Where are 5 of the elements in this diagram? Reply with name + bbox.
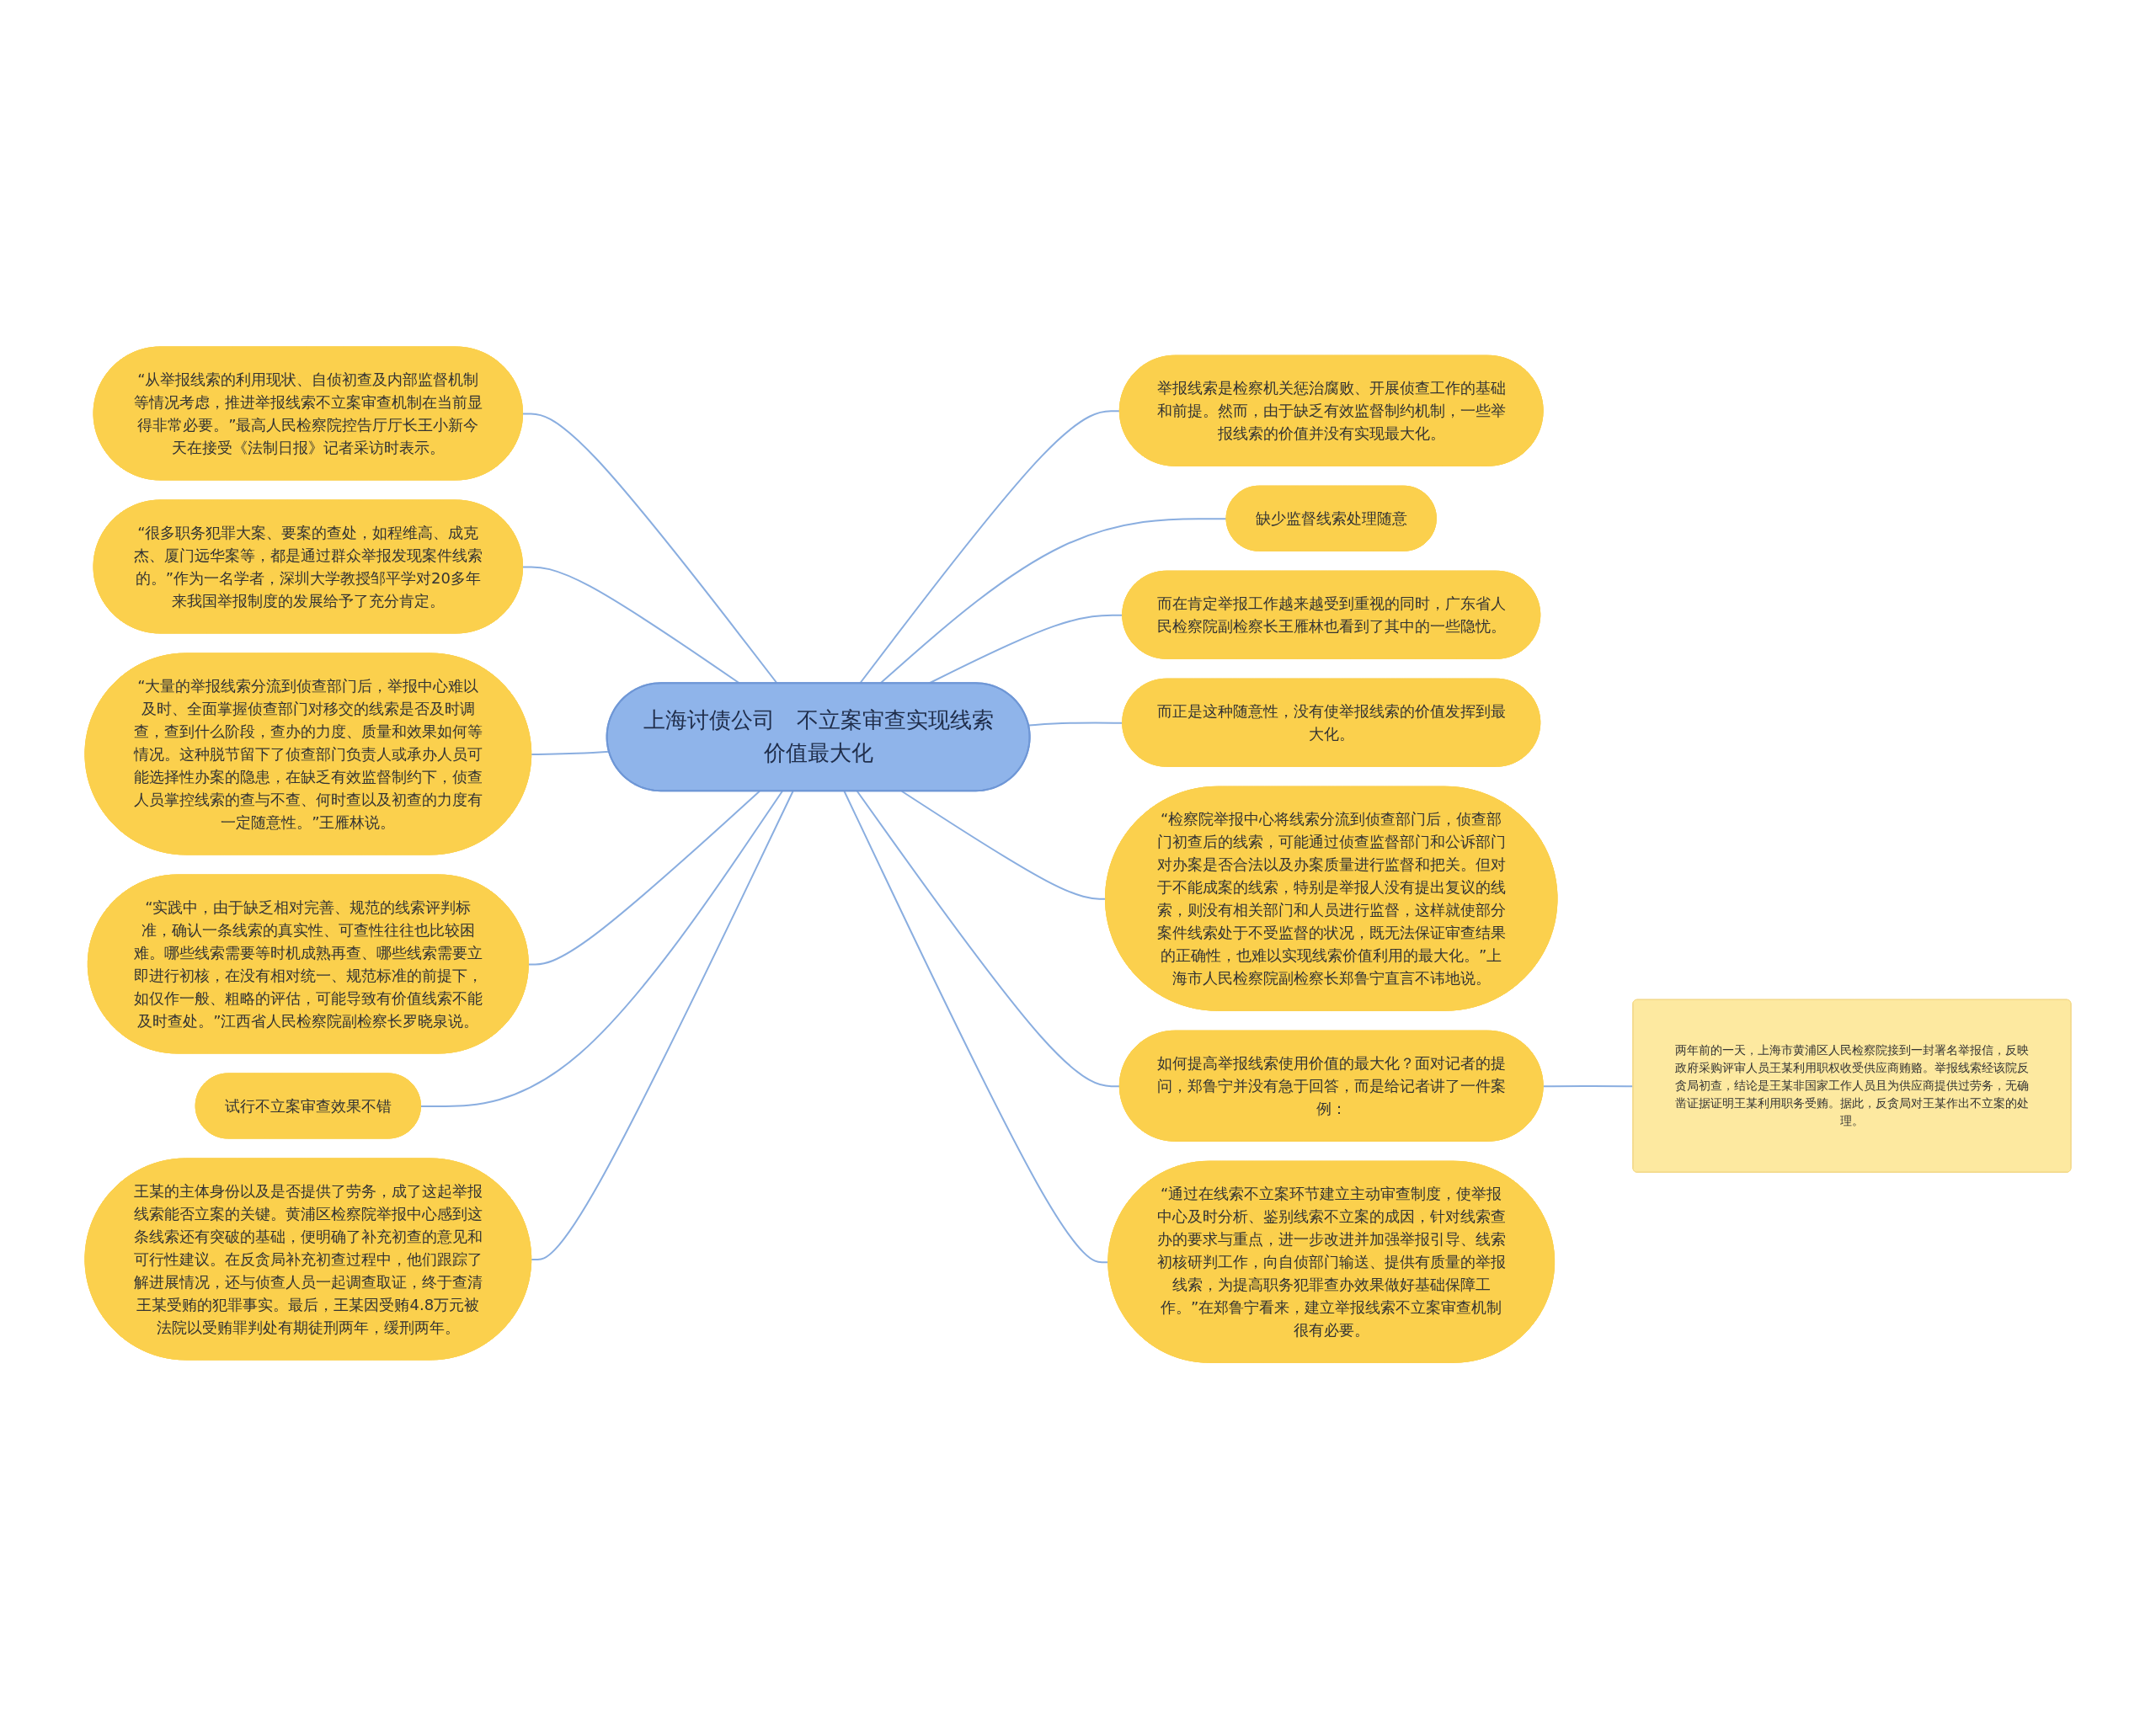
connector	[856, 791, 1121, 1088]
connector	[843, 791, 1110, 1264]
connector	[527, 791, 760, 966]
connector	[419, 791, 783, 1108]
connector	[531, 791, 794, 1261]
